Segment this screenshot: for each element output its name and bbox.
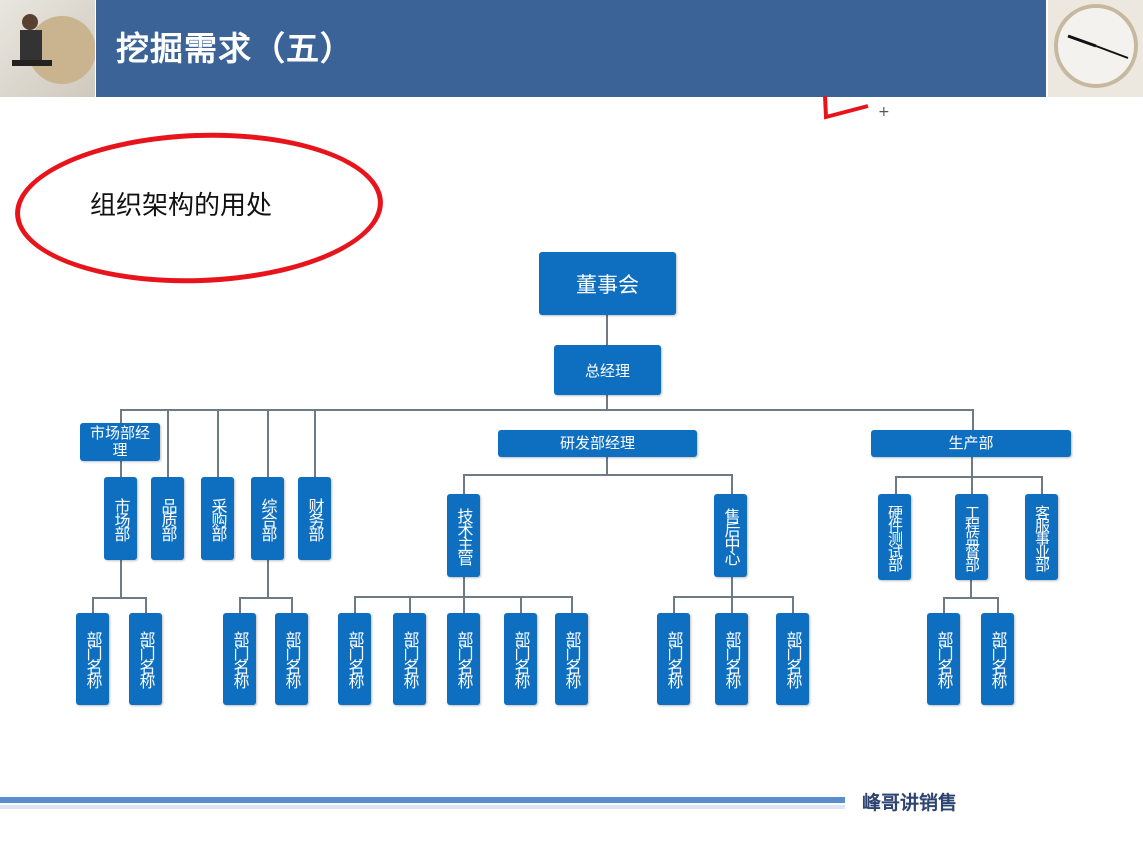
title-bar (96, 0, 1046, 97)
node-leaf: 部门名称 (555, 613, 588, 705)
node-leaf: 部门名称 (393, 613, 426, 705)
connector (895, 476, 1042, 478)
connector (354, 596, 356, 613)
connector (520, 596, 522, 613)
node-dept: 硬件测试部 (878, 494, 911, 580)
annotation-text: 组织架构的用处 (90, 191, 273, 221)
connector (167, 409, 169, 477)
connector (145, 597, 147, 613)
connector (943, 597, 945, 613)
connector (267, 560, 269, 597)
connector (120, 560, 122, 597)
connector (971, 457, 973, 494)
node-marketing-manager: 市场部经理 (80, 423, 160, 461)
node-production: 生产部 (871, 430, 1071, 457)
node-leaf: 部门名称 (657, 613, 690, 705)
node-leaf: 部门名称 (504, 613, 537, 705)
connector (463, 474, 465, 494)
connector (731, 577, 733, 613)
connector (239, 597, 292, 599)
connector (217, 409, 219, 477)
connector (1041, 476, 1043, 494)
connector (291, 597, 293, 613)
connector (997, 597, 999, 613)
node-dept: 采购部 (201, 477, 234, 560)
connector (120, 409, 973, 411)
node-leaf: 部门名称 (447, 613, 480, 705)
svg-text:+: + (878, 104, 890, 120)
connector (606, 457, 608, 475)
node-leaf: 部门名称 (927, 613, 960, 705)
connector (239, 597, 241, 613)
connector (970, 580, 972, 597)
node-leaf: 部门名称 (715, 613, 748, 705)
connector (463, 474, 733, 476)
connector (972, 409, 974, 430)
node-leaf: 部门名称 (338, 613, 371, 705)
connector (409, 596, 411, 613)
node-leaf: 部门名称 (223, 613, 256, 705)
node-leaf: 部门名称 (76, 613, 109, 705)
node-leaf: 部门名称 (129, 613, 162, 705)
node-dept: 品质部 (151, 477, 184, 560)
connector (92, 597, 146, 599)
node-dept: 技术主管 (447, 494, 480, 577)
node-leaf: 部门名称 (776, 613, 809, 705)
node-dept: 售后中心 (714, 494, 747, 577)
brand-label: 峰哥讲销售 (862, 792, 958, 814)
connector (731, 474, 733, 494)
presenter-photo (0, 0, 96, 97)
node-dept: 财务部 (298, 477, 331, 560)
connector (571, 596, 573, 613)
node-dept: 市场部 (104, 477, 137, 560)
node-leaf: 部门名称 (981, 613, 1014, 705)
footer-bar-shadow (0, 805, 845, 809)
connector (673, 596, 675, 613)
node-rd-manager: 研发部经理 (498, 430, 697, 457)
node-dept: 客服事业部 (1025, 494, 1058, 580)
connector (943, 597, 998, 599)
clock-image (1048, 0, 1143, 97)
connector (792, 596, 794, 613)
connector (463, 577, 465, 613)
connector (267, 409, 269, 477)
footer-bar (0, 797, 845, 803)
node-board: 董事会 (539, 252, 676, 315)
connector (673, 596, 793, 598)
connector (92, 597, 94, 613)
node-dept: 综合部 (251, 477, 284, 560)
connector (354, 596, 572, 598)
node-leaf: 部门名称 (275, 613, 308, 705)
connector (895, 476, 897, 494)
slide-title: 挖掘需求（五） (116, 29, 354, 68)
node-dept: 工程监督部 (955, 494, 988, 580)
node-general-manager: 总经理 (554, 345, 661, 395)
connector (314, 409, 316, 477)
pen-stroke-mark: + (823, 95, 890, 120)
